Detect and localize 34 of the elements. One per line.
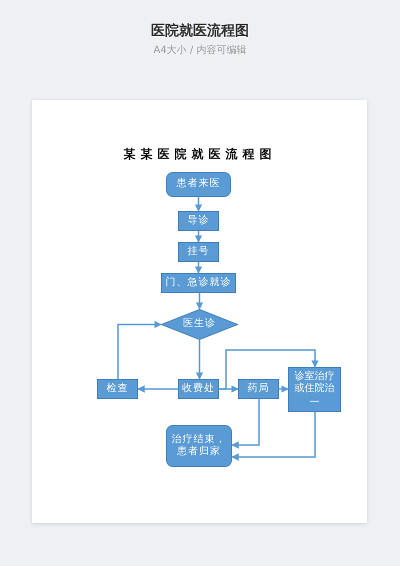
process-box [178,211,219,231]
arrow [194,197,202,212]
arrow [117,320,162,379]
node-text: 导诊 [186,214,210,228]
process-box [178,242,219,262]
node-text: 药局 [246,382,270,396]
node-text: 治疗结束，患者归家 [170,434,228,458]
process-box [161,273,236,293]
node-text: 检查 [106,382,130,396]
node-text: 诊室治疗或住院治 [294,370,336,396]
arrow [196,340,204,380]
process-box [288,367,341,412]
terminal-box [166,425,232,467]
arrow [196,293,204,310]
node-text: 患者来医 [176,178,222,191]
arrow [137,385,178,393]
node-text: 挂号 [186,246,210,258]
node-text: 医生诊 [182,318,217,331]
arrow [194,262,202,274]
arrow [219,349,319,390]
terminal-box [166,172,231,197]
arrow [194,231,202,243]
arrow [231,412,316,461]
node-text: 门、急诊就诊 [164,276,232,290]
arrow [279,385,289,393]
node-text: 收费处 [181,382,216,396]
subtitle: A4大小 / 内容可编辑 [154,45,246,56]
process-box [178,379,219,399]
chart-title: 某某医院就医流程图 [124,147,276,161]
process-box [97,379,138,399]
page-title: 医院就医流程图 [151,23,249,39]
node-text: — [308,396,320,408]
process-box [238,379,279,399]
arrow [231,399,260,449]
